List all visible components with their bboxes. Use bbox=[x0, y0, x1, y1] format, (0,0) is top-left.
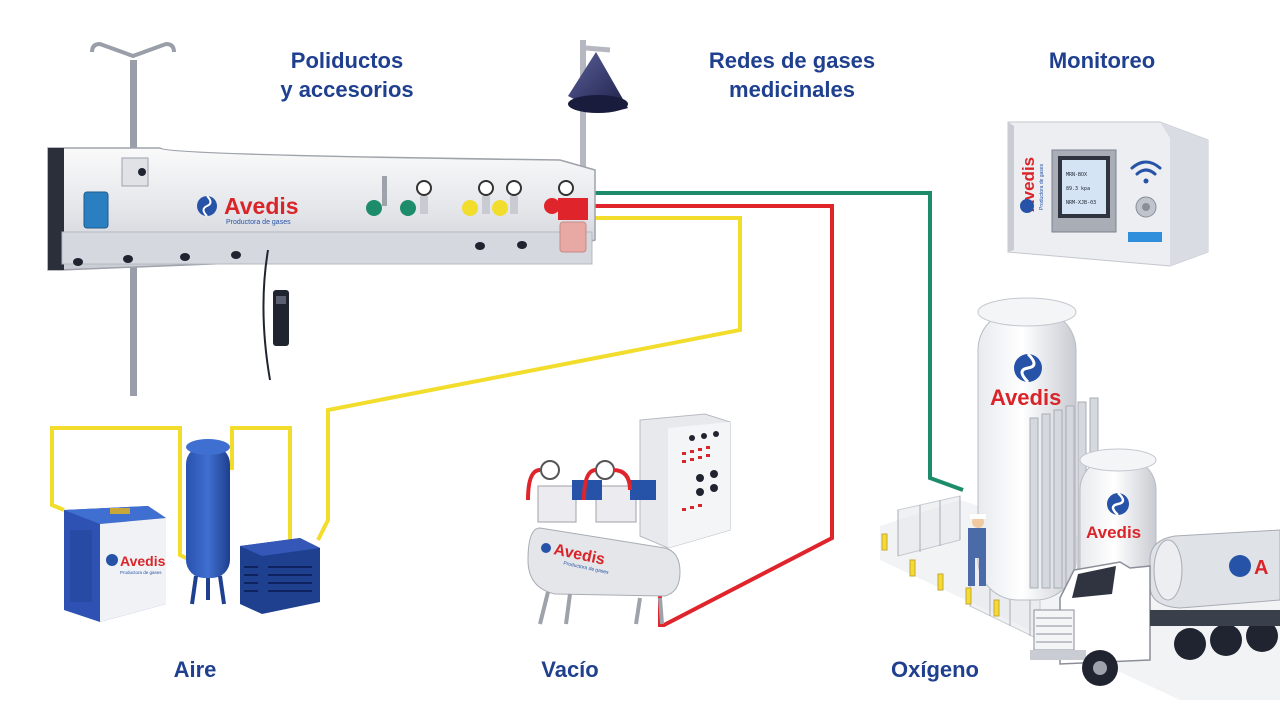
svg-text:A: A bbox=[1254, 557, 1268, 579]
oxygen-plant: Avedis Avedis A bbox=[880, 297, 1280, 700]
label-redes-line1: Redes de gases bbox=[708, 48, 876, 73]
air-line bbox=[50, 216, 742, 562]
label-aire: Aire bbox=[150, 655, 240, 684]
svg-text:Avedis: Avedis bbox=[224, 193, 299, 219]
svg-text:Avedis: Avedis bbox=[1019, 157, 1038, 212]
lamp bbox=[568, 52, 628, 111]
gas-outlets bbox=[366, 176, 588, 253]
svg-text:Avedis: Avedis bbox=[990, 385, 1061, 410]
svg-text:NRM-XJB-03: NRM-XJB-03 bbox=[1066, 200, 1096, 206]
rail-logo: Avedis Productora de gases bbox=[197, 193, 299, 226]
svg-text:Avedis: Avedis bbox=[120, 553, 166, 569]
poliducto-unit: Avedis Productora de gases bbox=[47, 40, 628, 396]
svg-text:MRN-BOX: MRN-BOX bbox=[1066, 172, 1087, 178]
label-redes: Redes de gases medicinales bbox=[682, 46, 902, 104]
svg-text:Productora de gases: Productora de gases bbox=[120, 570, 162, 575]
svg-text:Productora de gases: Productora de gases bbox=[226, 219, 291, 226]
label-oxigeno: Oxígeno bbox=[870, 655, 1000, 684]
label-poliductos: Poliductos y accesorios bbox=[252, 46, 442, 104]
label-poliductos-line2: y accesorios bbox=[280, 77, 414, 102]
label-aire-text: Aire bbox=[173, 657, 217, 682]
svg-text:89.3 kpa: 89.3 kpa bbox=[1066, 186, 1090, 192]
label-oxigeno-text: Oxígeno bbox=[890, 657, 979, 682]
label-vacio-text: Vacío bbox=[541, 657, 599, 682]
label-vacio: Vacío bbox=[520, 655, 620, 684]
label-monitoreo-text: Monitoreo bbox=[1048, 48, 1156, 73]
monitor-logo: Avedis Productora de gases bbox=[1019, 157, 1045, 212]
svg-text:Avedis: Avedis bbox=[1086, 523, 1141, 542]
monitor-box: MRN-BOX 89.3 kpa NRM-XJB-03 Avedis Produ… bbox=[1007, 121, 1209, 267]
air-equipment: Avedis Productora de gases bbox=[64, 439, 320, 622]
label-monitoreo: Monitoreo bbox=[1022, 46, 1182, 75]
wifi-icon bbox=[1130, 160, 1162, 184]
label-poliductos-line1: Poliductos bbox=[290, 48, 404, 73]
vacuum-equipment: Avedis Productora de gases bbox=[526, 413, 731, 625]
oxygen-line bbox=[588, 191, 964, 492]
label-redes-line2: medicinales bbox=[729, 77, 855, 102]
svg-text:Productora de gases: Productora de gases bbox=[1039, 163, 1045, 210]
worker bbox=[968, 514, 986, 586]
